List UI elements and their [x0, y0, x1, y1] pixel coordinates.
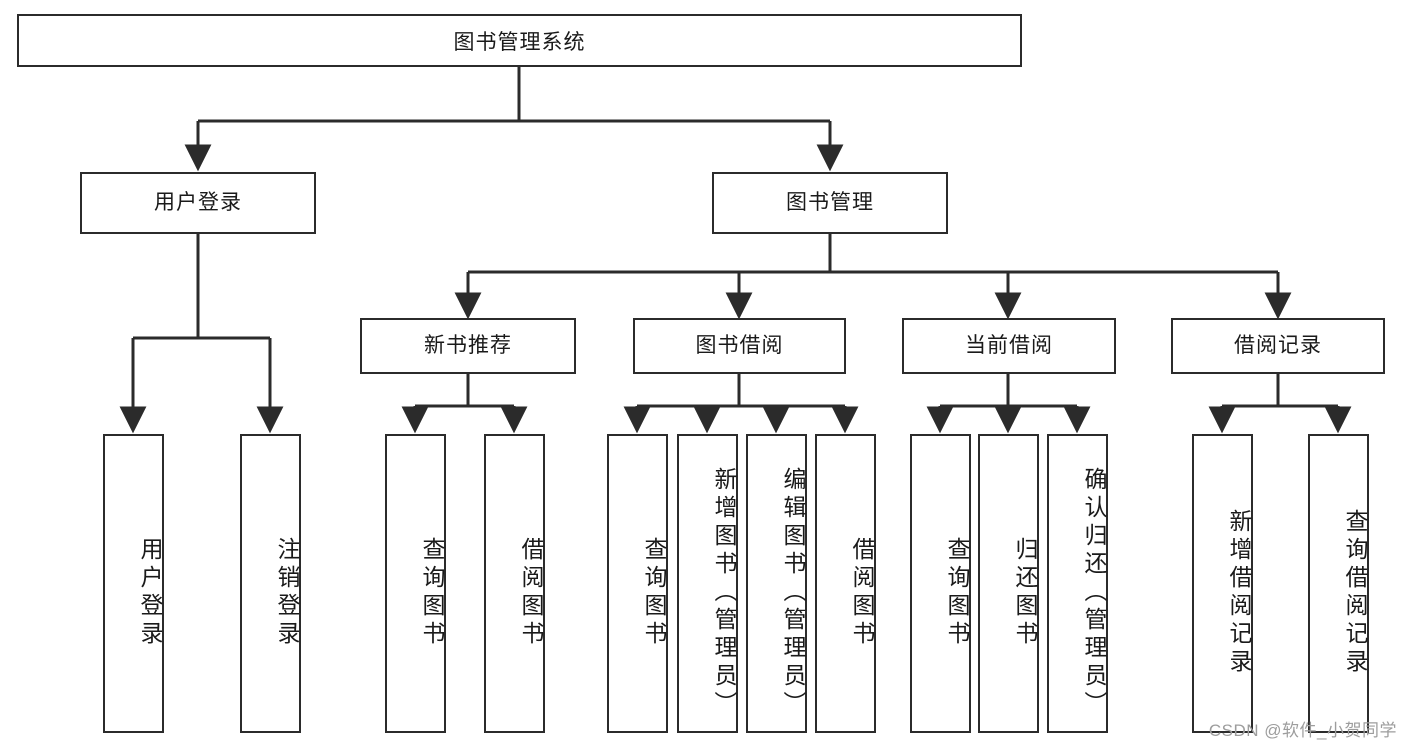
node-root-book-management-system[interactable]: 图书管理系统: [17, 14, 1022, 67]
node-leaf-query-book-recommendation[interactable]: 查询图书: [385, 434, 446, 733]
node-leaf-edit-book-admin[interactable]: 编辑图书（管理员）: [746, 434, 807, 733]
node-leaf-borrow-book-recommendation[interactable]: 借阅图书: [484, 434, 545, 733]
node-label: 新增借阅记录: [1226, 508, 1252, 677]
node-leaf-add-book-admin[interactable]: 新增图书（管理员）: [677, 434, 738, 733]
node-borrowing-record[interactable]: 借阅记录: [1171, 318, 1385, 374]
node-label: 查询图书: [641, 536, 667, 649]
node-label: 归还图书: [1012, 536, 1038, 649]
csdn-watermark: CSDN @软件_小贺同学: [1208, 721, 1397, 740]
node-label: 编辑图书（管理员）: [780, 466, 806, 719]
node-user-login[interactable]: 用户登录: [80, 172, 316, 234]
node-label: 查询图书: [944, 536, 970, 649]
node-label: 新增图书（管理员）: [711, 466, 737, 719]
node-label: 用户登录: [137, 536, 163, 649]
node-label: 借阅图书: [849, 536, 875, 649]
node-label: 新书推荐: [424, 334, 512, 358]
node-leaf-user-login[interactable]: 用户登录: [103, 434, 164, 733]
node-leaf-query-book-borrowing[interactable]: 查询图书: [607, 434, 668, 733]
node-label: 查询借阅记录: [1342, 508, 1368, 677]
node-label: 图书管理系统: [453, 30, 586, 54]
node-leaf-query-book-current[interactable]: 查询图书: [910, 434, 971, 733]
node-leaf-logout[interactable]: 注销登录: [240, 434, 301, 733]
node-label: 借阅记录: [1234, 334, 1322, 358]
node-leaf-return-book[interactable]: 归还图书: [978, 434, 1039, 733]
node-label: 图书管理: [786, 191, 874, 215]
node-label: 用户登录: [154, 191, 242, 215]
node-leaf-confirm-return-admin[interactable]: 确认归还（管理员）: [1047, 434, 1108, 733]
node-label: 图书借阅: [695, 334, 784, 358]
node-current-borrowing[interactable]: 当前借阅: [902, 318, 1116, 374]
node-label: 借阅图书: [518, 536, 544, 649]
node-leaf-borrow-book-borrowing[interactable]: 借阅图书: [815, 434, 876, 733]
node-book-management[interactable]: 图书管理: [712, 172, 948, 234]
node-label: 当前借阅: [965, 334, 1053, 358]
node-leaf-query-borrowing-record[interactable]: 查询借阅记录: [1308, 434, 1369, 733]
node-label: 注销登录: [274, 536, 300, 649]
node-book-borrowing[interactable]: 图书借阅: [633, 318, 846, 374]
node-label: 查询图书: [419, 536, 445, 649]
node-new-book-recommendation[interactable]: 新书推荐: [360, 318, 576, 374]
node-leaf-add-borrowing-record[interactable]: 新增借阅记录: [1192, 434, 1253, 733]
node-label: 确认归还（管理员）: [1081, 466, 1107, 719]
